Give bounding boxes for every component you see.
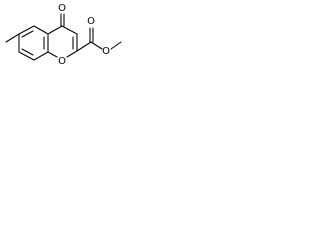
pyranone-bond-bottom-left xyxy=(47,51,58,58)
ring-carbonyl-oxygen-label: O xyxy=(58,3,66,14)
ester-carbonyl-oxygen-label: O xyxy=(87,16,95,27)
molecule-canvas: O O O O xyxy=(0,0,127,93)
benzene-double-bond-1 xyxy=(21,30,34,38)
benzene-double-bond-3 xyxy=(21,48,34,56)
ester-methyl-bond xyxy=(110,41,122,50)
pyranone-bond-top-right xyxy=(61,25,78,35)
ring-oxygen-label: O xyxy=(58,56,66,67)
benzene-bond-5 xyxy=(18,51,35,61)
ester-oxygen-label: O xyxy=(102,46,110,57)
ester-alpha-bond xyxy=(76,41,92,52)
benzene-bond-2 xyxy=(33,25,49,35)
pyranone-bond-bottom-right xyxy=(66,50,78,58)
benzene-bond-1 xyxy=(18,25,35,35)
ester-oxygen-bond xyxy=(90,41,103,50)
chemical-structure-diagram: O O O O xyxy=(5,3,122,67)
benzene-bond-4 xyxy=(33,51,49,61)
methyl-bond xyxy=(5,33,20,43)
pyranone-bond-top-left xyxy=(47,25,63,35)
